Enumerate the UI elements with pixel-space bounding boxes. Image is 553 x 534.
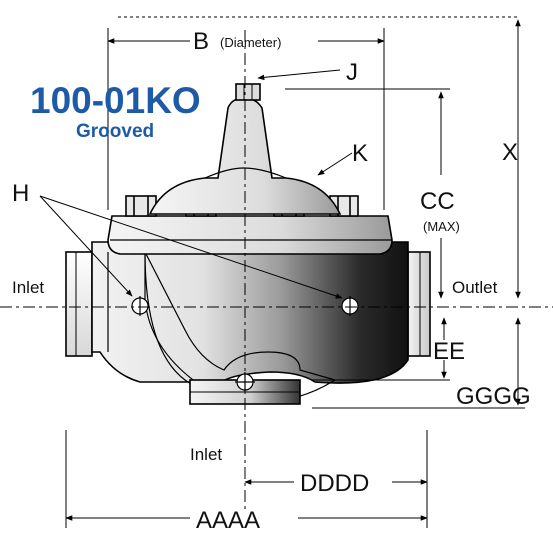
label-h: H	[12, 180, 29, 207]
label-b: B	[193, 28, 209, 55]
inlet-pipe	[65, 251, 93, 357]
label-j: J	[346, 59, 358, 86]
label-aaaa: AAAA	[196, 507, 260, 534]
outlet-pipe	[407, 251, 431, 357]
label-gggg: GGGG	[456, 383, 531, 410]
label-k: K	[352, 140, 368, 167]
dimension-lines	[0, 16, 553, 528]
valve-body	[91, 241, 409, 384]
label-outlet: Outlet	[452, 278, 498, 297]
label-inlet-left: Inlet	[12, 278, 44, 297]
label-ee: EE	[433, 338, 465, 365]
top-nut	[235, 83, 261, 101]
label-b-note: (Diameter)	[220, 35, 281, 50]
model-subtitle: Grooved	[76, 121, 154, 142]
model-title: 100-01KO	[30, 80, 201, 121]
labels: 100-01KO Grooved B (Diameter) J K H X CC…	[12, 28, 531, 534]
valve-drawing	[65, 83, 431, 405]
label-dddd: DDDD	[300, 470, 369, 497]
label-cc-note: (MAX)	[423, 219, 460, 234]
cover-flange	[107, 215, 393, 255]
label-cc: CC	[420, 188, 455, 215]
label-inlet-bottom: Inlet	[190, 445, 222, 464]
label-x: X	[502, 139, 518, 166]
